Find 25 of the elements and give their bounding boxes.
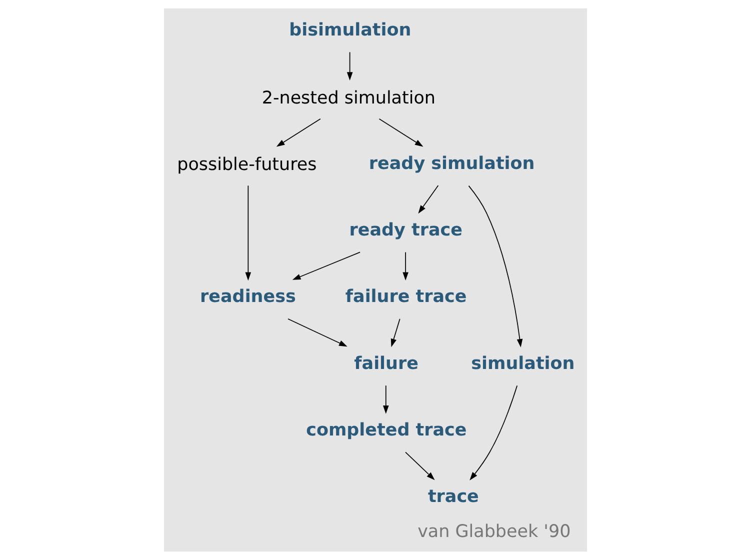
node-text: 2-nested simulation — [262, 88, 436, 108]
node-text: ready simulation — [368, 154, 535, 174]
arrow — [382, 385, 389, 414]
arrow — [346, 52, 353, 80]
arrow — [378, 118, 424, 147]
arrow — [292, 252, 360, 280]
arrow — [468, 185, 523, 348]
arrow — [245, 185, 252, 281]
node-text: simulation — [471, 354, 575, 374]
arrow — [390, 318, 400, 348]
arrow — [418, 185, 439, 214]
arrow — [470, 385, 518, 480]
arrow — [405, 452, 435, 480]
arrow — [288, 318, 348, 347]
node-text: completed trace — [306, 420, 467, 441]
arrow — [402, 252, 408, 281]
node-text: readiness — [200, 287, 296, 308]
node-text: trace — [428, 487, 479, 508]
node-text: failure trace — [345, 287, 467, 308]
arrow — [276, 118, 321, 147]
node-text: failure — [354, 354, 418, 374]
caption: van Glabbeek '90 — [418, 522, 571, 542]
node-text: possible-futures — [177, 154, 317, 175]
node-text: ready trace — [349, 220, 462, 241]
node-text: bisimulation — [289, 20, 412, 40]
